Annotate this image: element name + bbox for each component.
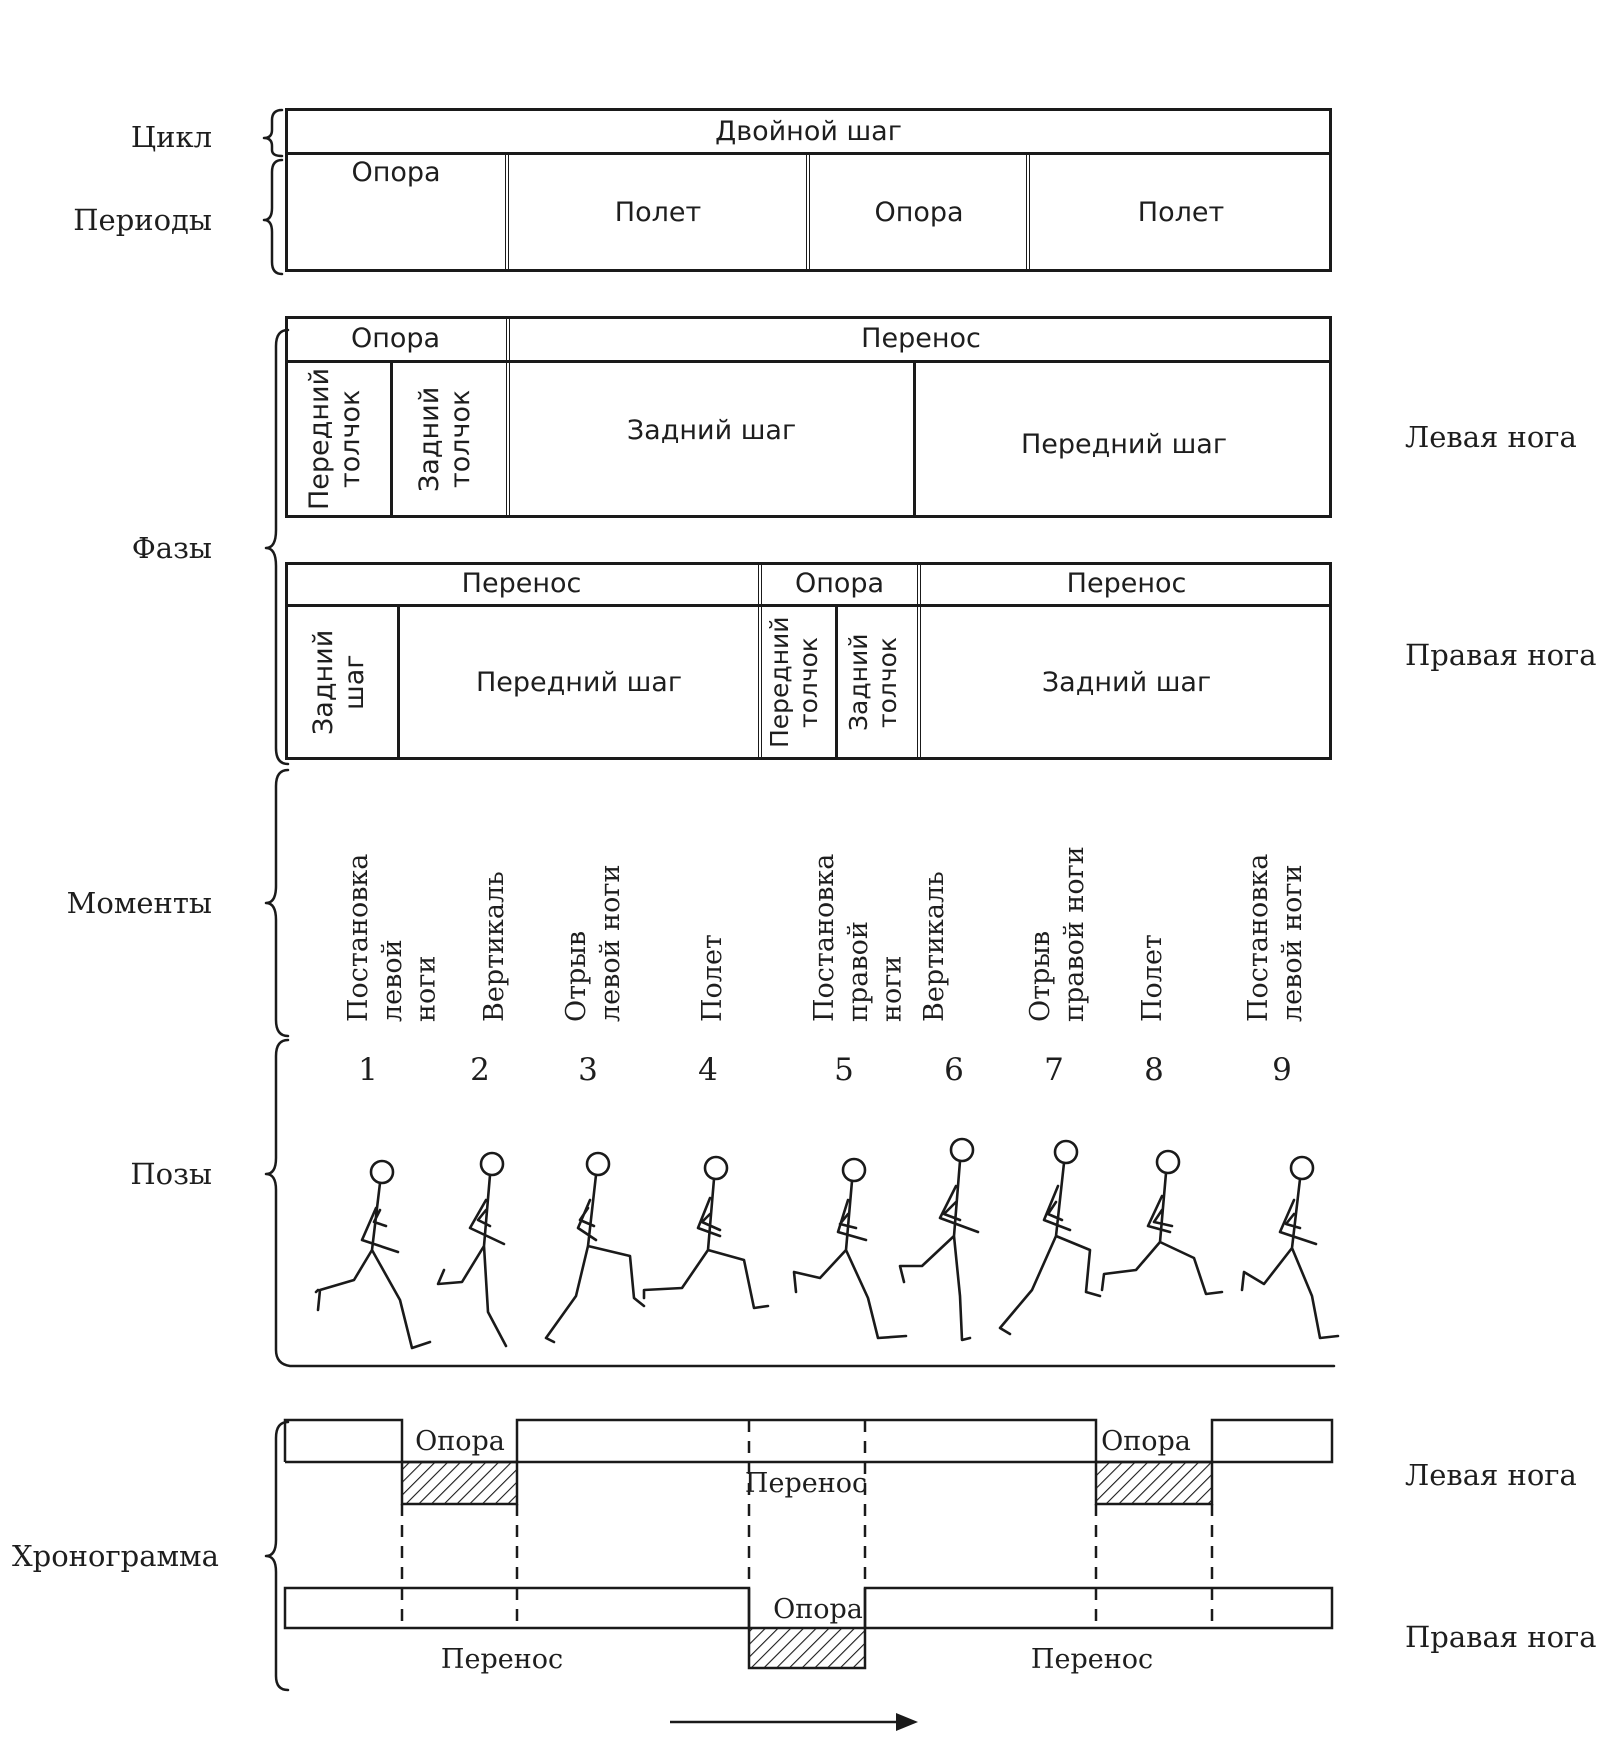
left-transfer: Перенос	[861, 322, 981, 354]
right-back-step-2: Задний шаг	[1041, 666, 1212, 698]
brace-poses	[264, 1038, 1336, 1368]
right-front-step: Передний шаг	[475, 666, 683, 698]
right-support-block	[747, 1626, 867, 1670]
right-transfer-1: Перенос	[461, 567, 582, 599]
chrono-right-transfer-2: Перенос	[1030, 1644, 1154, 1675]
divider	[390, 360, 393, 518]
left-front-step: Передний шаг	[1020, 428, 1228, 460]
row-label-moments: Моменты	[66, 886, 212, 920]
moment-3-number: 3	[578, 1052, 598, 1088]
direction-arrow	[670, 1713, 918, 1731]
pose-figure-6	[898, 1137, 980, 1342]
divider	[806, 152, 810, 272]
divider	[913, 360, 916, 518]
chrono-left-transfer: Перенос	[744, 1468, 868, 1499]
pose-figure-3	[544, 1151, 646, 1344]
left-support-block-2	[1094, 1460, 1214, 1506]
pose-figure-2	[436, 1151, 508, 1348]
moment-9-number: 9	[1272, 1052, 1292, 1088]
brace-phases	[264, 328, 290, 766]
right-leg-phases-table	[285, 562, 1332, 760]
divider	[506, 316, 510, 518]
chrono-guide-lines	[400, 1420, 1214, 1628]
chrono-right-transfer-1: Перенос	[440, 1644, 564, 1675]
brace-moments	[264, 768, 290, 1038]
chrono-left-support-2: Опора	[1101, 1426, 1191, 1457]
row-label-cycle: Цикл	[130, 120, 212, 154]
pose-figure-9	[1240, 1155, 1340, 1340]
left-support: Опора	[350, 322, 441, 354]
row-label-chronogram: Хронограмма	[12, 1539, 219, 1573]
row-label-periods: Периоды	[73, 203, 212, 237]
brace-periods	[262, 158, 284, 276]
divider	[917, 562, 921, 760]
row-label-poses: Позы	[130, 1157, 212, 1191]
moment-7-number: 7	[1044, 1052, 1064, 1088]
pose-figure-7	[998, 1139, 1102, 1336]
moment-4-number: 4	[698, 1052, 718, 1088]
divider	[285, 604, 1332, 607]
side-label-right-leg: Правая нога	[1405, 638, 1597, 672]
period-flight-2: Полет	[1137, 196, 1225, 228]
moment-1-number: 1	[358, 1052, 378, 1088]
pose-figure-1	[314, 1159, 432, 1350]
divider	[1026, 152, 1030, 272]
moment-8-number: 8	[1144, 1052, 1164, 1088]
cycle-title: Двойной шаг	[715, 115, 902, 147]
left-support-block-1	[400, 1460, 519, 1506]
divider	[505, 152, 509, 272]
pose-figure-5	[792, 1157, 908, 1340]
pose-figure-4	[642, 1155, 770, 1310]
right-transfer-2: Перенос	[1066, 567, 1187, 599]
moment-2-number: 2	[470, 1052, 490, 1088]
period-support-2: Опора	[874, 196, 964, 228]
divider	[285, 360, 1332, 363]
divider	[758, 562, 762, 760]
right-support: Опора	[794, 567, 885, 599]
side-label-right-leg-chrono: Правая нога	[1405, 1620, 1597, 1654]
divider	[835, 604, 838, 760]
chrono-left-support-1: Опора	[415, 1426, 505, 1457]
left-back-step: Задний шаг	[626, 414, 797, 446]
chrono-right-support: Опора	[773, 1594, 863, 1625]
brace-chronogram	[264, 1420, 290, 1692]
side-label-left-leg: Левая нога	[1405, 420, 1577, 454]
divider	[397, 604, 400, 760]
moment-5-number: 5	[834, 1052, 854, 1088]
left-leg-phases-table	[285, 316, 1332, 518]
row-label-phases: Фазы	[131, 531, 212, 565]
brace-cycle	[262, 108, 284, 158]
moment-6-number: 6	[944, 1052, 964, 1088]
pose-figure-8	[1100, 1149, 1224, 1296]
period-support-1: Опора	[351, 156, 441, 188]
side-label-left-leg-chrono: Левая нога	[1405, 1458, 1577, 1492]
period-flight-1: Полет	[614, 196, 702, 228]
